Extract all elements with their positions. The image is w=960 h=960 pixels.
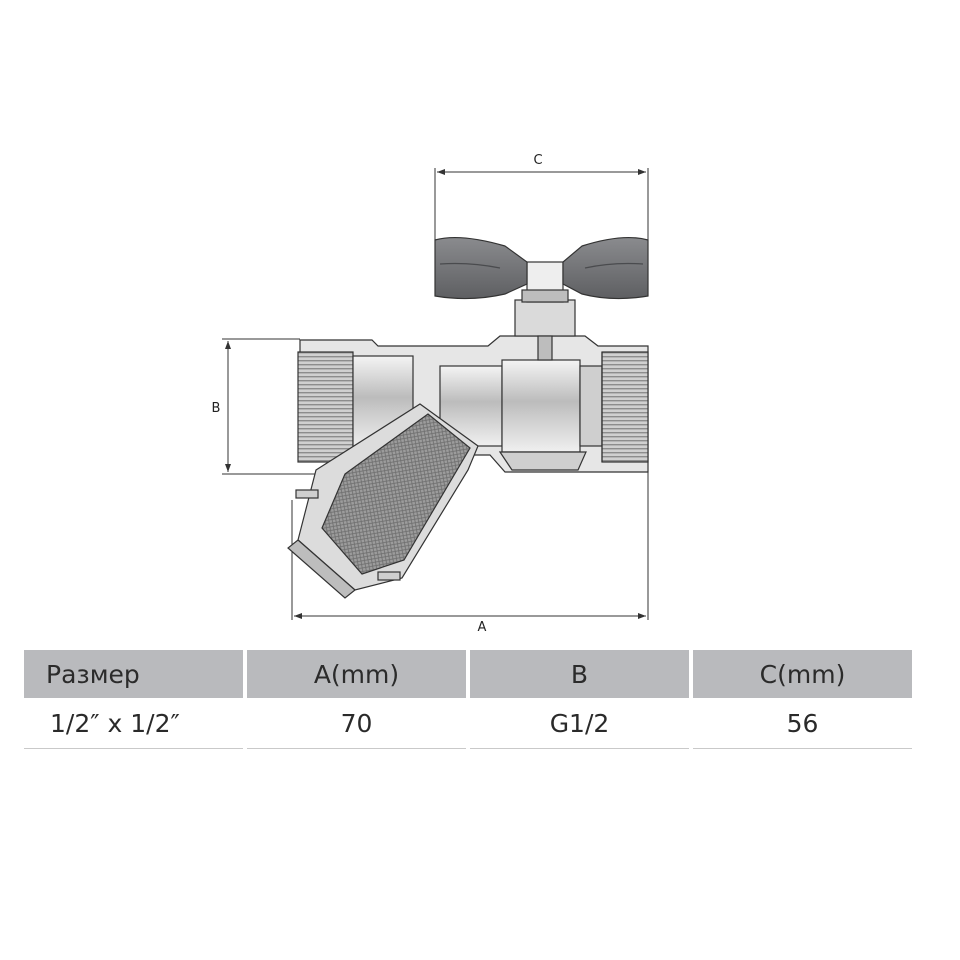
- spec-table: Размер A(mm) B C(mm) 1/2″ x 1/2″ 70 G1/2…: [20, 650, 916, 749]
- header-size: Размер: [24, 650, 243, 698]
- table-header-row: Размер A(mm) B C(mm): [24, 650, 912, 698]
- table-row: 1/2″ x 1/2″ 70 G1/2 56: [24, 698, 912, 749]
- strainer-leg: [287, 403, 479, 599]
- strainer-mesh: [321, 413, 471, 575]
- header-a: A(mm): [247, 650, 466, 698]
- cell-b: G1/2: [470, 698, 689, 749]
- valve-body: [297, 335, 649, 473]
- dimension-a: A: [291, 470, 649, 635]
- header-c: C(mm): [693, 650, 912, 698]
- dimension-b-label: B: [212, 401, 221, 416]
- valve-stem: [514, 261, 576, 361]
- header-b: B: [470, 650, 689, 698]
- butterfly-handle: [434, 236, 649, 300]
- cell-c: 56: [693, 698, 912, 749]
- dimension-a-label: A: [478, 620, 487, 635]
- valve-diagram: C B A: [212, 153, 649, 635]
- dimension-b: B: [212, 338, 316, 475]
- dimension-c-label: C: [533, 153, 542, 168]
- cell-a: 70: [247, 698, 466, 749]
- cell-size: 1/2″ x 1/2″: [24, 698, 243, 749]
- right-thread: [601, 351, 649, 463]
- left-thread: [297, 351, 354, 463]
